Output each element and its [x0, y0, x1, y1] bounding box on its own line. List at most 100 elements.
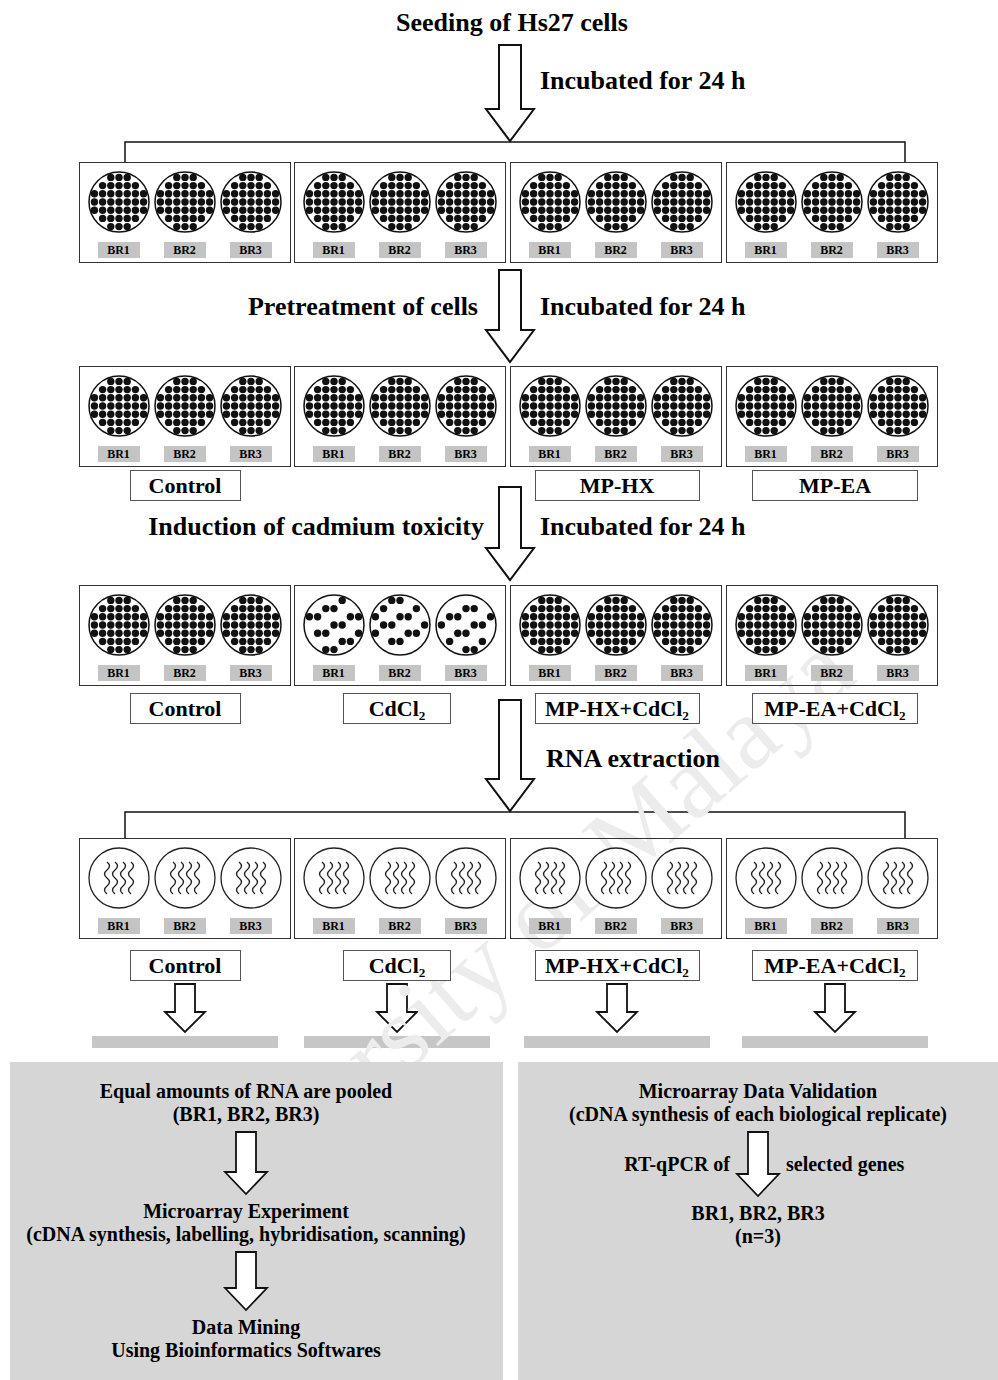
cell-dot — [910, 410, 917, 417]
well — [436, 172, 496, 232]
cell-dot — [554, 377, 561, 384]
cell-dot — [811, 629, 818, 636]
cell-dot — [164, 181, 171, 188]
cell-dot — [546, 198, 553, 205]
cell-dot — [886, 604, 893, 611]
cell-dot — [836, 214, 843, 221]
cell-dot — [918, 621, 925, 628]
split-bracket — [125, 812, 905, 838]
cell-dot — [678, 190, 685, 197]
cell-dot — [412, 181, 419, 188]
cell-dot — [239, 645, 246, 652]
cell-dot — [521, 198, 528, 205]
cell-dot — [686, 402, 693, 409]
step-arrow — [225, 1132, 267, 1194]
cell-dot — [811, 637, 818, 644]
cell-dot — [910, 629, 917, 636]
cell-dot — [486, 394, 493, 401]
cell-dot — [462, 604, 469, 611]
cell-dot — [115, 190, 122, 197]
cell-dot — [686, 222, 693, 229]
cell-dot — [836, 206, 843, 213]
cell-dot — [454, 214, 461, 221]
cell-dot — [811, 621, 818, 628]
cell-dot — [886, 426, 893, 433]
cell-dot — [828, 426, 835, 433]
cell-dot — [131, 402, 138, 409]
cell-dot — [107, 621, 114, 628]
cell-dot — [354, 198, 361, 205]
cell-dot — [844, 190, 851, 197]
cell-dot — [230, 629, 237, 636]
cell-dot — [396, 596, 403, 603]
cell-dot — [762, 222, 769, 229]
cell-dot — [181, 377, 188, 384]
cell-dot — [894, 198, 901, 205]
cell-dot — [420, 402, 427, 409]
plate-panel: BR1BR2BR3 — [510, 585, 722, 686]
plate-panel: BR1BR2BR3 — [510, 366, 722, 467]
cell-dot — [562, 637, 569, 644]
cell-dot — [661, 181, 668, 188]
cell-dot — [379, 214, 386, 221]
cell-dot — [694, 190, 701, 197]
cell-dot — [661, 418, 668, 425]
cell-dot — [778, 410, 785, 417]
rna-strand — [825, 862, 830, 894]
cell-dot — [820, 394, 827, 401]
replicate-tag: BR1 — [98, 665, 140, 681]
cell-dot — [836, 613, 843, 620]
cell-dot — [205, 190, 212, 197]
rna-strand — [559, 862, 564, 894]
rna-strand — [327, 862, 332, 894]
cell-dot — [754, 198, 761, 205]
cell-dot — [886, 418, 893, 425]
cell-dot — [404, 394, 411, 401]
cell-dot — [396, 402, 403, 409]
cell-dot — [346, 402, 353, 409]
cell-dot — [661, 190, 668, 197]
cell-dot — [745, 214, 752, 221]
cell-dot — [653, 394, 660, 401]
replicate-tag: BR1 — [529, 665, 571, 681]
cell-dot — [844, 214, 851, 221]
cell-dot — [554, 645, 561, 652]
cell-dot — [877, 385, 884, 392]
cell-dot — [754, 385, 761, 392]
block-arrow — [165, 984, 205, 1032]
cell-dot — [189, 190, 196, 197]
cell-dot — [156, 629, 163, 636]
cell-dot — [778, 385, 785, 392]
cell-dot — [852, 613, 859, 620]
cell-dot — [902, 181, 909, 188]
cell-dot — [820, 181, 827, 188]
cell-dot — [820, 613, 827, 620]
cell-dot — [222, 621, 229, 628]
cell-dot — [164, 206, 171, 213]
cell-dot — [247, 181, 254, 188]
cell-dot — [521, 402, 528, 409]
cell-dot — [445, 198, 452, 205]
cell-dot — [396, 214, 403, 221]
replicate-tag: BR1 — [313, 665, 355, 681]
cell-dot — [803, 410, 810, 417]
cell-dot — [189, 621, 196, 628]
cell-dot — [247, 173, 254, 180]
cell-dot — [828, 173, 835, 180]
cell-dot — [131, 629, 138, 636]
cell-dot — [828, 222, 835, 229]
cell-dot — [886, 410, 893, 417]
cell-dot — [754, 604, 761, 611]
cell-dot — [346, 190, 353, 197]
cell-dot — [322, 385, 329, 392]
cell-dot — [678, 206, 685, 213]
cell-dot — [886, 402, 893, 409]
cell-dot — [686, 377, 693, 384]
cell-dot — [604, 385, 611, 392]
cell-dot — [271, 402, 278, 409]
cell-dot — [454, 377, 461, 384]
cell-dot — [123, 198, 130, 205]
cell-dot — [587, 613, 594, 620]
cell-dot — [786, 394, 793, 401]
cell-dot — [620, 426, 627, 433]
